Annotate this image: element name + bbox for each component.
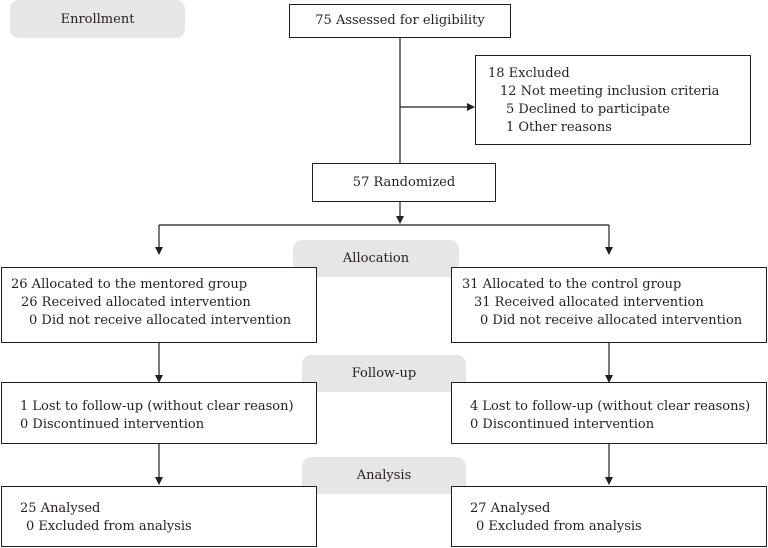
control-followup-box: 4 Lost to follow-up (without clear reaso… xyxy=(451,382,767,444)
control-allocated: 31 Allocated to the control group xyxy=(462,277,682,292)
control-allocation-box: 31 Allocated to the control group 31 Rec… xyxy=(451,267,767,343)
control-excluded-analysis: 0 Excluded from analysis xyxy=(476,519,642,534)
mentored-followup-box: 1 Lost to follow-up (without clear reaso… xyxy=(1,382,317,444)
randomized-box: 57 Randomized xyxy=(312,163,496,202)
stage-allocation-label: Allocation xyxy=(342,251,410,266)
stage-enrollment-label: Enrollment xyxy=(60,11,135,27)
mentored-allocation-box: 26 Allocated to the mentored group 26 Re… xyxy=(1,267,317,343)
excluded-item: 12 Not meeting inclusion criteria xyxy=(500,84,720,99)
control-analysis-box: 27 Analysed 0 Excluded from analysis xyxy=(451,486,767,547)
randomized-text: 57 Randomized xyxy=(352,174,456,190)
mentored-excluded-analysis: 0 Excluded from analysis xyxy=(26,519,192,534)
control-not-received: 0 Did not receive allocated intervention xyxy=(480,313,743,328)
excluded-item: 1 Other reasons xyxy=(506,120,612,135)
stage-analysis-label: Analysis xyxy=(356,468,412,483)
mentored-allocated: 26 Allocated to the mentored group xyxy=(11,277,248,292)
stage-allocation: Allocation xyxy=(293,240,459,277)
assessed-box: 75 Assessed for eligibility xyxy=(289,4,511,38)
mentored-analysed: 25 Analysed xyxy=(20,501,101,516)
control-analysed: 27 Analysed xyxy=(470,501,551,516)
mentored-discontinued: 0 Discontinued intervention xyxy=(20,417,205,432)
control-received: 31 Received allocated intervention xyxy=(474,295,704,310)
stage-followup: Follow-up xyxy=(302,355,466,392)
mentored-lost: 1 Lost to follow-up (without clear reaso… xyxy=(20,399,294,414)
excluded-box: 18 Excluded 12 Not meeting inclusion cri… xyxy=(475,55,751,145)
stage-analysis: Analysis xyxy=(302,457,466,494)
mentored-not-received: 0 Did not receive allocated intervention xyxy=(29,313,292,328)
stage-followup-label: Follow-up xyxy=(351,366,417,381)
stage-enrollment: Enrollment xyxy=(10,0,185,38)
control-lost: 4 Lost to follow-up (without clear reaso… xyxy=(470,399,751,414)
excluded-title: 18 Excluded xyxy=(488,66,570,81)
excluded-item: 5 Declined to participate xyxy=(506,102,670,117)
mentored-analysis-box: 25 Analysed 0 Excluded from analysis xyxy=(1,486,317,547)
mentored-received: 26 Received allocated intervention xyxy=(21,295,251,310)
control-discontinued: 0 Discontinued intervention xyxy=(470,417,655,432)
assessed-text: 75 Assessed for eligibility xyxy=(315,13,485,28)
